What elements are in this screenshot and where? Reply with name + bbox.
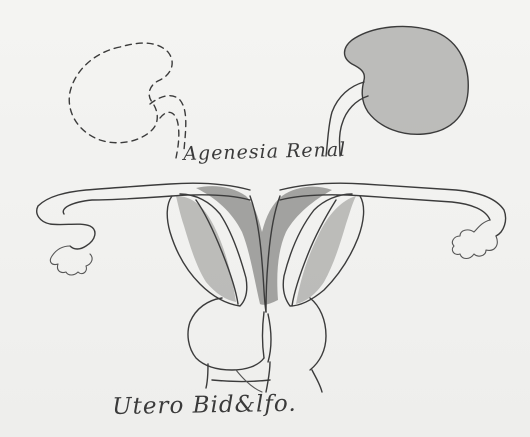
absent-kidney-outline-icon xyxy=(69,43,186,158)
present-kidney-icon xyxy=(326,26,468,156)
uterus-icon xyxy=(37,183,506,392)
renal-agenesis-label: Agenesia Renal xyxy=(183,139,347,165)
bicornuate-uterus-label: Utero Bid&lfo. xyxy=(112,391,297,420)
